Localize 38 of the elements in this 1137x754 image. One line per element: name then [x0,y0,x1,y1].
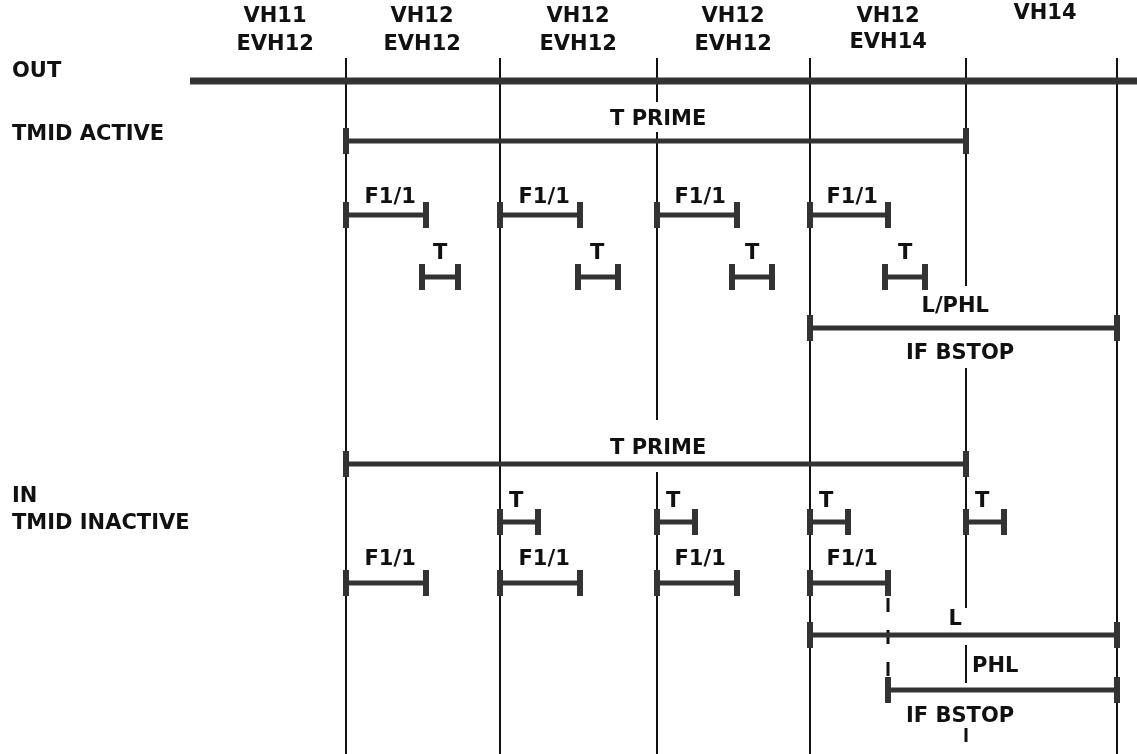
interval-label: IF BSTOP [906,340,1015,364]
interval-label: T [666,488,681,512]
column-label: VH12 [546,3,610,27]
interval-label: T [433,240,448,264]
interval-label: T PRIME [610,435,707,459]
interval-label: T [590,240,605,264]
column-label: VH11 [243,3,307,27]
interval-label: IF BSTOP [906,703,1015,727]
interval-label: L [948,606,962,630]
column-label: VH12 [701,3,765,27]
column-label: EVH12 [236,31,314,55]
interval-label: F1/1 [826,184,878,208]
interval-label: PHL [972,653,1019,677]
interval-label: F1/1 [518,184,570,208]
interval-label: T [819,488,834,512]
interval-label: L/PHL [921,293,989,317]
interval-label: F1/1 [364,184,416,208]
interval-label: F1/1 [364,546,416,570]
signal-label: TMID INACTIVE [12,510,190,534]
interval-label: F1/1 [518,546,570,570]
column-label: VH12 [390,3,454,27]
interval-label: F1/1 [674,184,726,208]
signal-label: TMID ACTIVE [12,121,165,145]
interval-label: F1/1 [826,546,878,570]
column-label: VH12 [856,3,920,27]
signal-label: OUT [12,58,62,82]
interval-label: T [509,488,524,512]
column-label: VH14 [1013,0,1077,24]
interval-label: T [745,240,760,264]
column-label: EVH12 [539,31,617,55]
interval-label: T PRIME [610,106,707,130]
interval-label: F1/1 [674,546,726,570]
column-label: EVH12 [383,31,461,55]
column-label: EVH12 [694,31,772,55]
interval-label: T [898,240,913,264]
column-label: EVH14 [849,29,927,53]
signal-label: IN [12,483,38,507]
interval-label: T [975,488,990,512]
